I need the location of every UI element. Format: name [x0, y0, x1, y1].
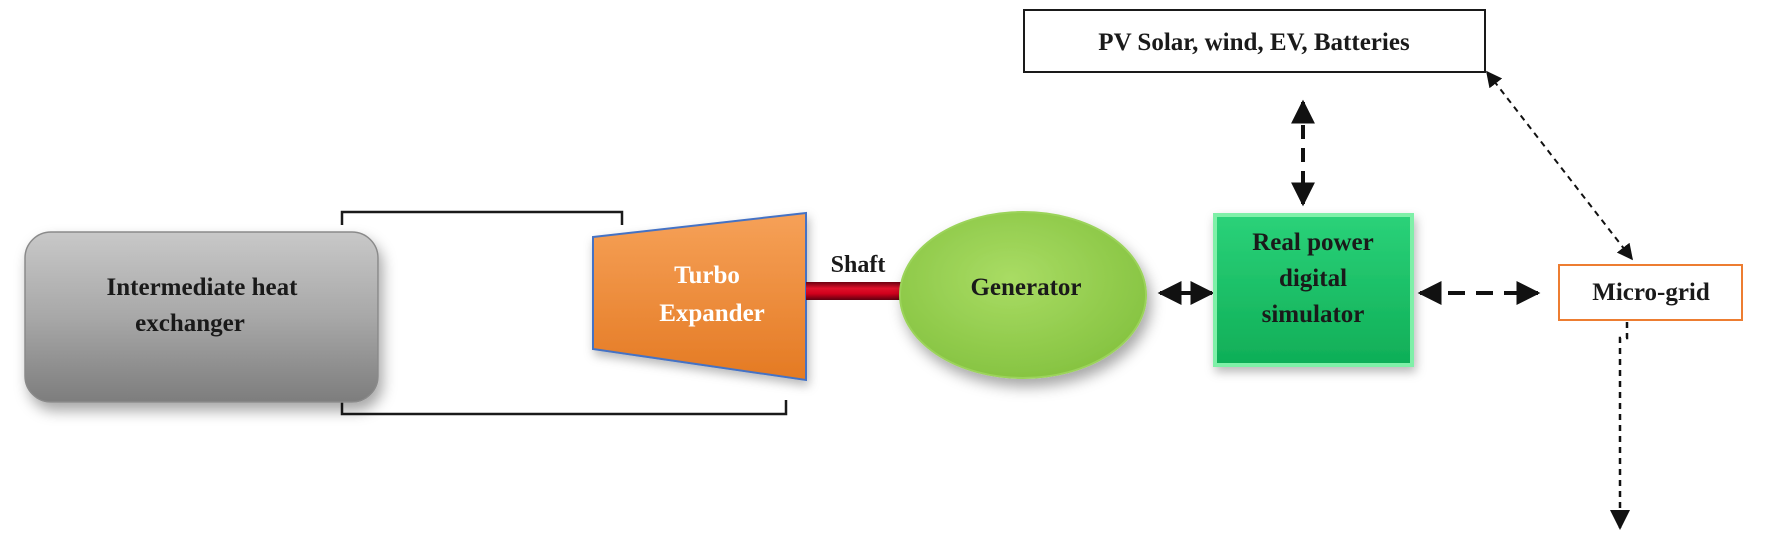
turbo-expander-label-1: Turbo: [674, 262, 740, 289]
heat-exchanger-box: [24, 231, 379, 403]
microgrid-output-arrow: [1610, 322, 1630, 530]
heat-exchanger-node: Intermediate heat exchanger: [24, 231, 379, 403]
renewables-box: [1023, 9, 1486, 73]
shaft-node: Shaft: [806, 252, 904, 300]
simulator-label-3: simulator: [1262, 301, 1365, 328]
simulator-label-1: Real power: [1252, 229, 1374, 256]
heat-exchanger-label-2: exchanger: [135, 310, 245, 337]
flow-loop-bracket-bottom: [340, 400, 788, 416]
turbo-expander-node: Turbo Expander: [592, 211, 807, 382]
simulator-box: [1213, 213, 1414, 367]
shaft-label: Shaft: [831, 252, 886, 278]
microgrid-node: Micro-grid: [1558, 264, 1743, 321]
renewables-node: PV Solar, wind, EV, Batteries: [1023, 9, 1486, 73]
turbo-expander-label-2: Expander: [659, 300, 765, 327]
renewables-microgrid-arrow: [1486, 70, 1633, 261]
flow-loop-bracket: [340, 210, 624, 225]
simulator-node: Real power digital simulator: [1213, 213, 1414, 367]
simulator-label-2: digital: [1279, 265, 1347, 292]
microgrid-label: Micro-grid: [1592, 279, 1710, 306]
generator-node: Generator: [899, 211, 1147, 379]
microgrid-box: [1558, 264, 1743, 321]
turbo-expander-shape: [592, 211, 807, 382]
generator-shape: [899, 211, 1147, 379]
renewables-label: PV Solar, wind, EV, Batteries: [1098, 29, 1410, 56]
shaft-bar: [806, 282, 904, 300]
generator-label: Generator: [970, 274, 1081, 301]
heat-exchanger-label-1: Intermediate heat: [107, 274, 299, 301]
